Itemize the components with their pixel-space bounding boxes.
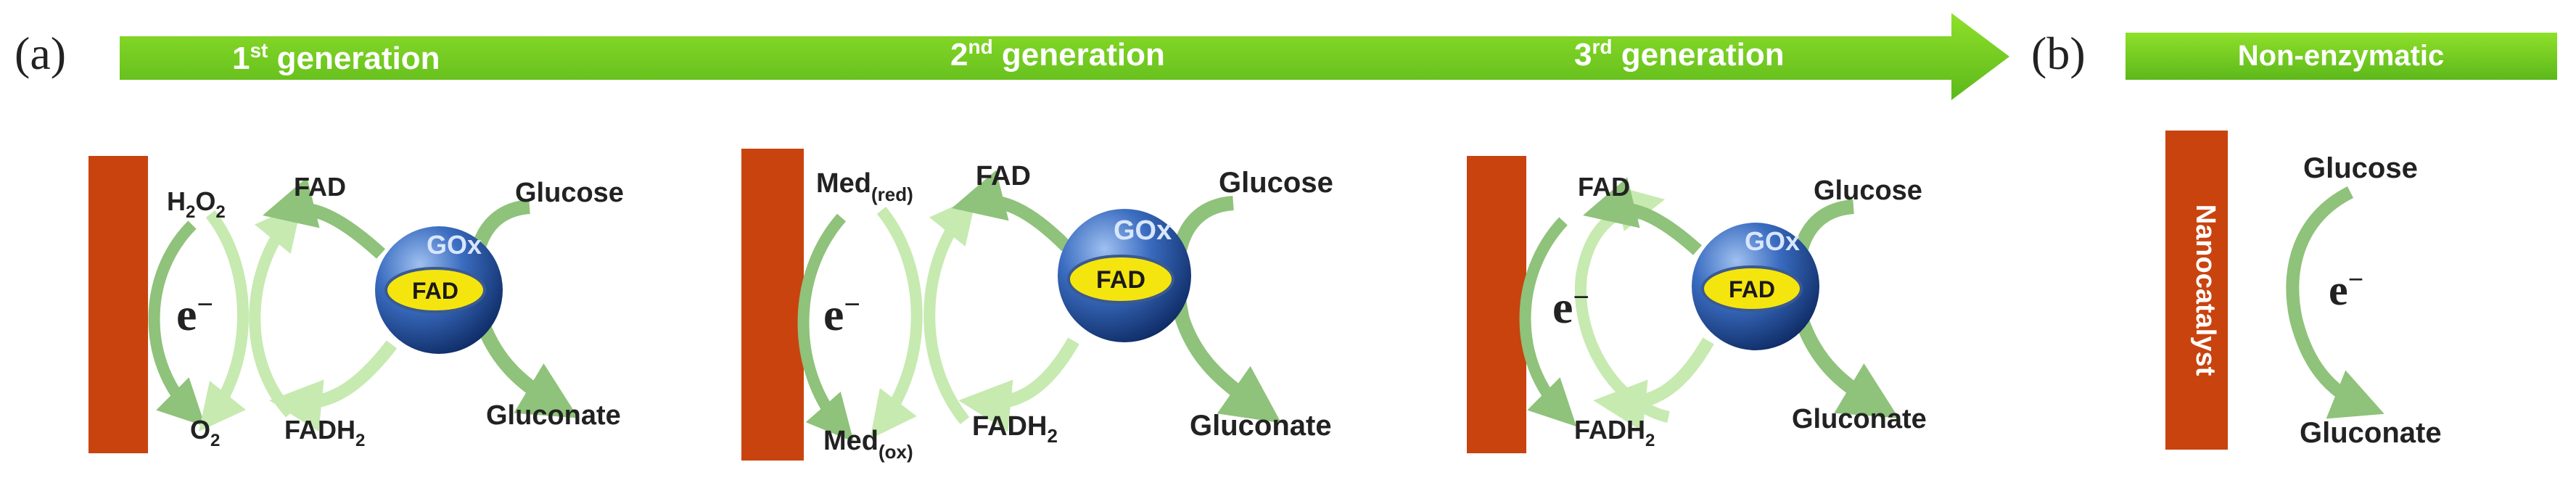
electron-label: e− <box>2329 265 2363 314</box>
fad-return-arrow <box>263 177 386 259</box>
gluconate-label: Gluconate <box>2300 417 2442 449</box>
non-enzymatic-scheme: Nanocatalyst Glucose e− Gluconate <box>2165 131 2442 450</box>
fad-cofactor <box>384 267 486 313</box>
generation-timeline-arrow <box>120 13 2009 100</box>
nanocatalyst-label: Nanocatalyst <box>2190 205 2221 376</box>
stage-3rd-generation: 3rd generation <box>1574 36 1785 73</box>
panel-a-label: (a) <box>15 28 66 79</box>
stage-1st-generation: 1st generation <box>232 39 440 76</box>
non-enzymatic-banner <box>2126 33 2557 80</box>
electrode <box>741 149 804 461</box>
o2-label: O2 <box>190 415 220 450</box>
med-red-label: Med(red) <box>816 168 913 205</box>
fad-label: FAD <box>976 161 1031 191</box>
first-generation-scheme: GOx FAD H2O2 FAD Glucose e− O2 FADH2 Glu… <box>89 156 624 453</box>
third-generation-scheme: GOx FAD FAD Glucose e− FADH2 Gluconate <box>1467 156 1927 453</box>
gox-label: GOx <box>427 230 482 260</box>
fadh2-arrow <box>269 340 398 432</box>
fad-label: FAD <box>1578 172 1630 202</box>
fadh2-label: FADH2 <box>284 415 365 450</box>
fad-cofactor <box>1067 255 1174 304</box>
fad-cofactor <box>1701 265 1803 312</box>
fad-cofactor-label: FAD <box>412 278 458 304</box>
electron-label: e− <box>176 288 213 340</box>
oxidation-arrow <box>249 203 303 418</box>
fad-return-arrow <box>1583 177 1703 255</box>
fad-label: FAD <box>294 172 346 202</box>
oxidation-arrow <box>923 196 977 425</box>
panel-b-label: (b) <box>2031 28 2086 79</box>
stage-2nd-generation: 2nd generation <box>950 36 1165 73</box>
glucose-label: Glucose <box>1814 176 1922 206</box>
glucose-oxidation-arrow <box>2286 186 2384 419</box>
reduction-arrow <box>870 206 923 439</box>
glucose-label: Glucose <box>2303 152 2418 184</box>
gox-label: GOx <box>1745 226 1800 256</box>
gluconate-label: Gluconate <box>1190 410 1332 442</box>
fadh2-arrow <box>958 337 1079 432</box>
fadh2-label: FADH2 <box>1574 415 1655 450</box>
gluconate-label: Gluconate <box>486 400 621 431</box>
glucose-label: Glucose <box>1219 167 1333 199</box>
electrode <box>1467 156 1526 453</box>
fad-cofactor-label: FAD <box>1729 276 1775 302</box>
fadh2-label: FADH2 <box>972 411 1058 447</box>
fadh2-arrow <box>1593 337 1714 432</box>
fad-return-arrow <box>952 170 1071 252</box>
gluconate-label: Gluconate <box>1792 404 1927 434</box>
electron-shuttle-arrow <box>1574 186 1670 423</box>
second-generation-scheme: GOx FAD Med(red) FAD Glucose e− Med(ox) … <box>741 149 1333 463</box>
electron-transfer-arrow <box>1519 217 1577 427</box>
electron-transfer-arrow <box>148 220 206 427</box>
electron-label: e− <box>1552 281 1589 333</box>
electron-transfer-arrow <box>797 213 854 442</box>
glucose-label: Glucose <box>515 178 624 208</box>
electrode <box>89 156 148 453</box>
nanocatalyst-electrode <box>2165 131 2228 450</box>
gox-label: GOx <box>1114 215 1172 246</box>
electron-label: e− <box>823 288 860 340</box>
reduction-arrow <box>199 210 249 432</box>
non-enzymatic-label: Non-enzymatic <box>2238 40 2445 72</box>
med-ox-label: Med(ox) <box>823 426 913 463</box>
glucose-oxidation-arrow <box>1169 196 1282 424</box>
h2o2-label: H2O2 <box>167 186 226 222</box>
fad-cofactor-label: FAD <box>1096 266 1145 294</box>
